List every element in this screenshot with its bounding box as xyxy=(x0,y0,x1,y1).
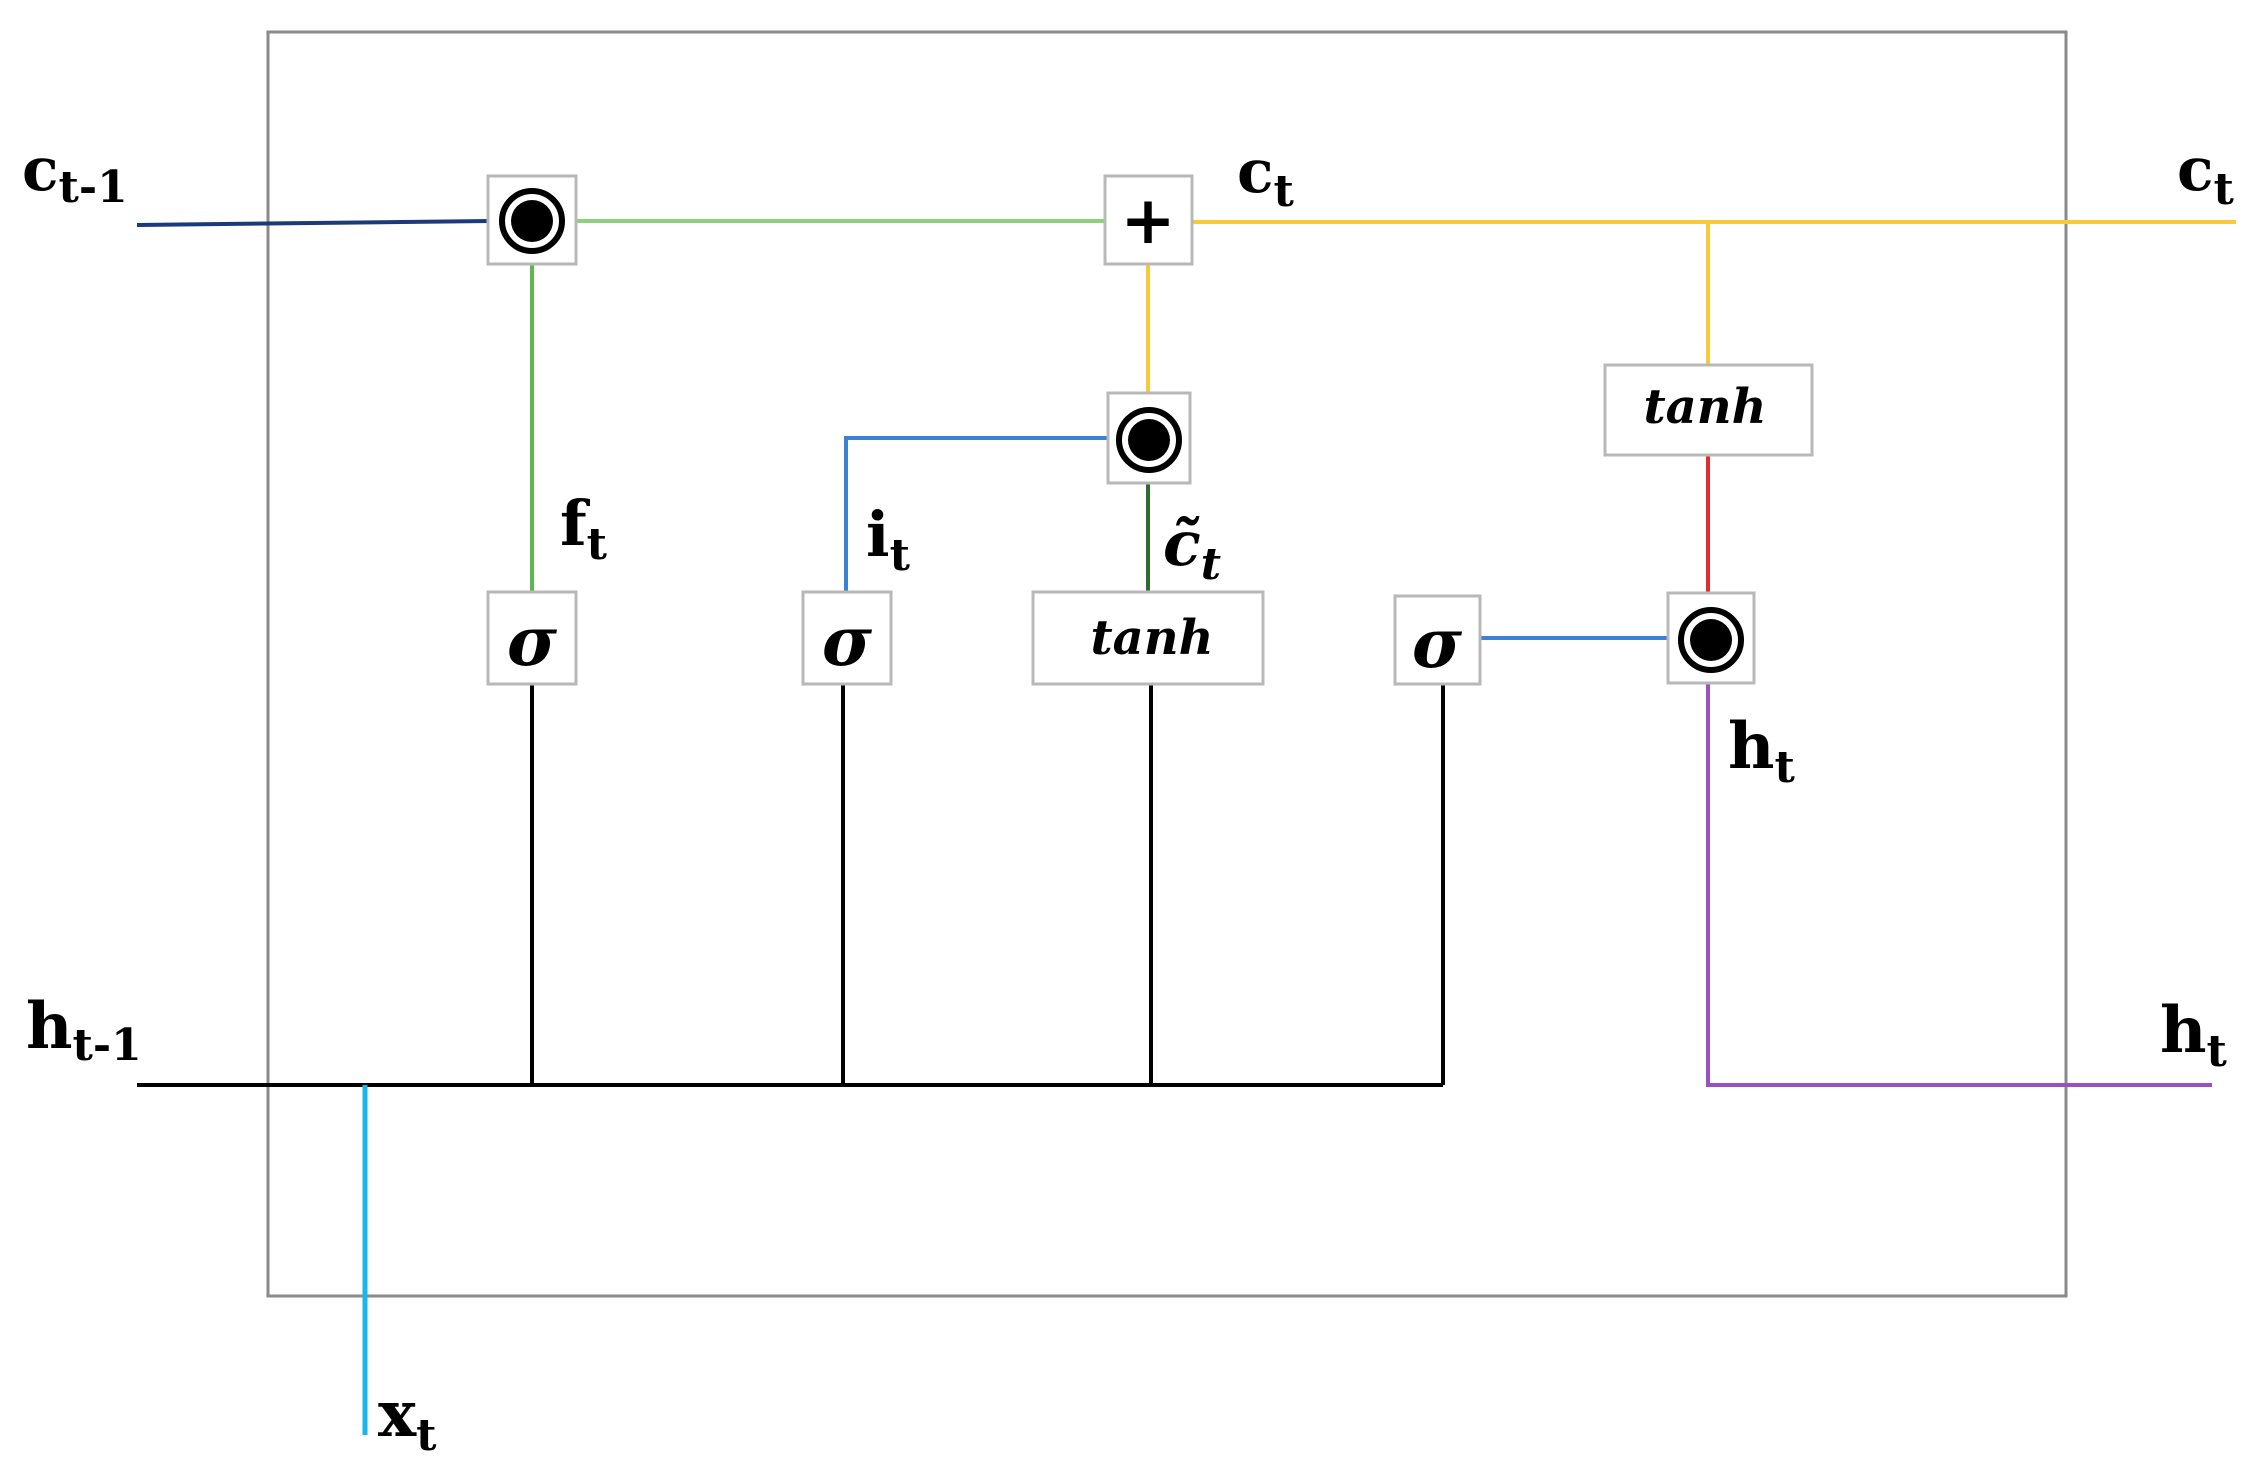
f-gate-label: ft xyxy=(560,487,608,570)
svg-text:tanh: tanh xyxy=(1643,379,1766,435)
c-out-inner-label: ct xyxy=(1237,137,1295,217)
c-out-right-label: ct xyxy=(2177,135,2235,215)
cell-frame xyxy=(266,30,2068,1298)
input-sigmoid-box: σ xyxy=(801,590,893,686)
hadamard-icon xyxy=(1678,607,1744,673)
h-inner-label: ht xyxy=(1728,709,1796,793)
svg-text:σ: σ xyxy=(507,602,558,682)
h-prev-label: ht-1 xyxy=(26,989,142,1071)
svg-text:σ: σ xyxy=(1412,604,1463,684)
input-gate-line xyxy=(844,436,1108,592)
c-tilde-label: c̃t xyxy=(1163,507,1221,590)
add-node: + xyxy=(1103,174,1194,266)
cell-tanh-box: tanh xyxy=(1603,363,1814,457)
c-prev-line xyxy=(136,219,491,227)
i-gate-label: it xyxy=(866,498,911,581)
hadamard-icon xyxy=(499,188,565,254)
h-out-line xyxy=(1706,683,2212,1087)
candidate-tanh-box: tanh xyxy=(1031,590,1265,686)
x-input-label: xt xyxy=(378,1377,437,1461)
forget-sigmoid-box: σ xyxy=(486,590,578,686)
hadamard-icon xyxy=(1116,407,1182,473)
svg-text:σ: σ xyxy=(822,602,873,682)
output-sigmoid-box: σ xyxy=(1393,594,1482,686)
plus-icon: + xyxy=(1120,181,1175,259)
forget-multiply-node xyxy=(486,174,578,266)
h-out-right-label: ht xyxy=(2160,993,2228,1077)
output-multiply-node xyxy=(1666,591,1756,685)
c-prev-label: ct-1 xyxy=(22,135,128,213)
input-multiply-node xyxy=(1106,391,1192,485)
svg-text:tanh: tanh xyxy=(1090,610,1213,666)
